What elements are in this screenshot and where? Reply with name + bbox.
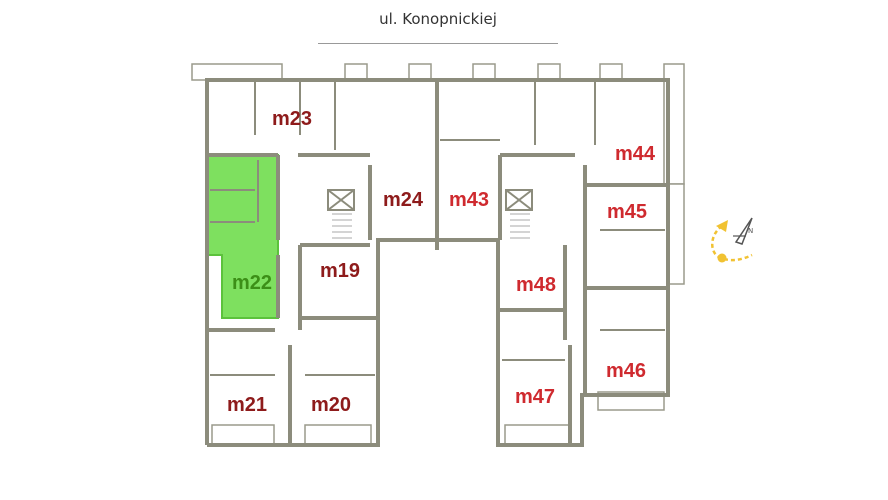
elevator-icon <box>327 189 533 211</box>
unit-label-m44[interactable]: m44 <box>615 143 656 165</box>
balconies <box>191 63 685 446</box>
unit-label-m23[interactable]: m23 <box>272 108 312 130</box>
street-line <box>318 43 558 44</box>
walls <box>205 78 670 447</box>
stairs-icon <box>332 213 530 239</box>
unit-label-m22[interactable]: m22 <box>232 272 272 294</box>
unit-label-m43[interactable]: m43 <box>449 189 489 211</box>
unit-label-m20[interactable]: m20 <box>311 394 351 416</box>
unit-label-m45[interactable]: m45 <box>607 201 647 223</box>
unit-label-m47[interactable]: m47 <box>515 386 555 408</box>
unit-label-m46[interactable]: m46 <box>606 360 646 382</box>
unit-label-m24[interactable]: m24 <box>383 189 424 211</box>
unit-label-m19[interactable]: m19 <box>320 260 360 282</box>
north-arrow-icon: N <box>733 217 753 245</box>
unit-label-m21[interactable]: m21 <box>227 394 267 416</box>
compass-rotate-icon[interactable] <box>711 220 753 263</box>
street-name: ul. Konopnickiej <box>379 10 497 28</box>
north-letter: N <box>748 227 753 235</box>
unit-label-m48[interactable]: m48 <box>516 274 556 296</box>
